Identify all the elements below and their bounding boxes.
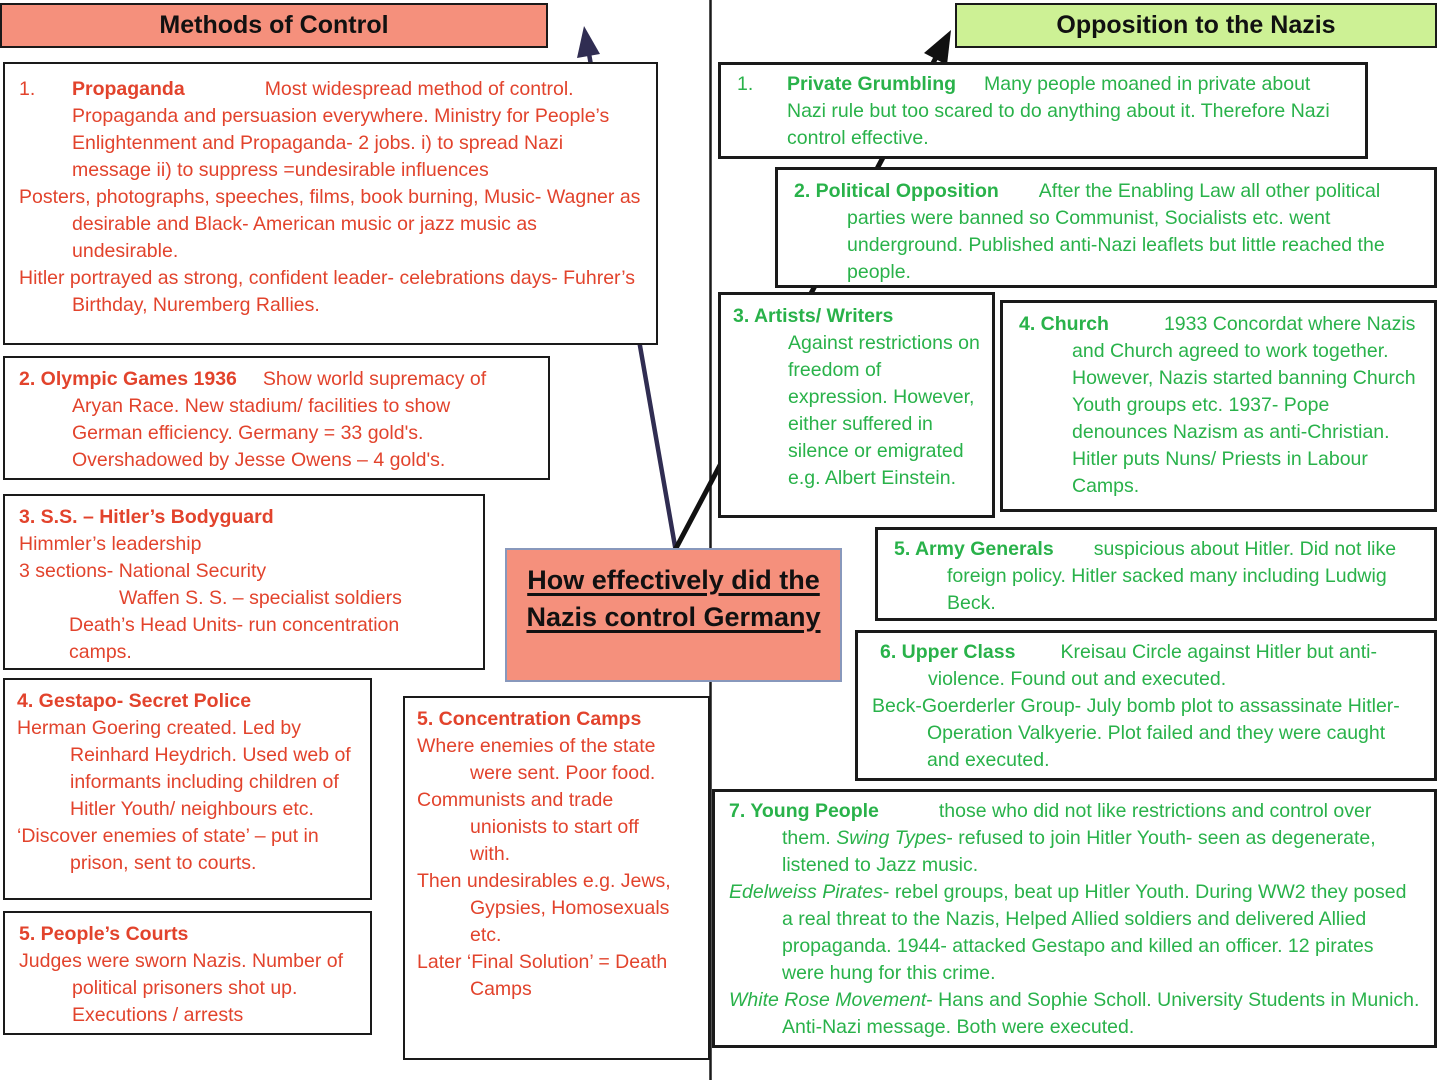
- church-title: 4. Church: [1019, 313, 1109, 335]
- artists-title: 3. Artists/ Writers: [733, 305, 894, 327]
- camps-body-1: Where enemies of the state were sent. Po…: [417, 735, 656, 784]
- artists-body: Against restrictions on freedom of expre…: [788, 332, 980, 489]
- central-question-box: How effectively did the Nazis control Ge…: [505, 548, 842, 682]
- methods-of-control-header: Methods of Control: [0, 3, 548, 48]
- olympic-title: 2. Olympic Games 1936: [19, 368, 237, 390]
- grumbling-title: Private Grumbling: [787, 73, 957, 95]
- upper-body-1: Kreisau Circle against Hitler but anti-v…: [928, 641, 1377, 690]
- young-whiterose-label: White Rose Movement: [729, 989, 927, 1011]
- propaganda-body-2: Posters, photographs, speeches, films, b…: [19, 186, 641, 262]
- camps-body-3: Then undesirables e.g. Jews, Gypsies, Ho…: [417, 870, 671, 946]
- propaganda-title: Propaganda: [72, 78, 185, 100]
- gestapo-title: 4. Gestapo- Secret Police: [17, 690, 252, 712]
- methods-of-control-header-label: Methods of Control: [159, 11, 389, 39]
- church-body: 1933 Concordat where Nazis and Church ag…: [1072, 313, 1416, 497]
- young-whiterose-text: - Hans and Sophie Scholl. University Stu…: [782, 989, 1420, 1038]
- propaganda-body-1: Most widespread method of control. Propa…: [72, 78, 610, 181]
- political-title: 2. Political Opposition: [794, 180, 999, 202]
- propaganda-body-3: Hitler portrayed as strong, confident le…: [19, 267, 635, 316]
- opposition-header-label: Opposition to the Nazis: [1056, 11, 1336, 39]
- young-title: 7. Young People: [729, 800, 879, 822]
- grumbling-number: 1.: [737, 73, 754, 95]
- camps-body-2: Communists and trade unionists to start …: [417, 789, 639, 865]
- upper-title: 6. Upper Class: [880, 641, 1016, 663]
- upper-body-2: Beck-Goerderler Group- July bomb plot to…: [872, 695, 1400, 771]
- political-body: After the Enabling Law all other politic…: [847, 180, 1385, 283]
- box-concentration-camps: 5. Concentration Camps Where enemies of …: [403, 696, 710, 1060]
- young-swing-label: Swing Types: [836, 827, 947, 849]
- courts-title: 5. People’s Courts: [19, 923, 189, 945]
- young-edelweiss-label: Edelweiss Pirates: [729, 881, 883, 903]
- ss-line-4: Death’s Head Units- run concentration ca…: [69, 614, 400, 663]
- opposition-header: Opposition to the Nazis: [955, 3, 1437, 48]
- young-intro: those who did not like restrictions and …: [782, 800, 1372, 849]
- camps-title: 5. Concentration Camps: [417, 708, 642, 730]
- ss-line-2: 3 sections- National Security: [19, 560, 267, 582]
- gestapo-body-2: ‘Discover enemies of state’ – put in pri…: [17, 825, 319, 874]
- young-swing-text: - refused to join Hitler Youth- seen as …: [782, 827, 1376, 876]
- ss-line-3: Waffen S. S. – specialist soldiers: [119, 587, 402, 609]
- camps-body-4: Later ‘Final Solution’ = Death Camps: [417, 951, 668, 1000]
- army-title: 5. Army Generals: [894, 538, 1054, 560]
- grumbling-body: Many people moaned in private about Nazi…: [787, 73, 1330, 149]
- box-peoples-courts: 5. People’s Courts Judges were sworn Naz…: [3, 911, 372, 1035]
- olympic-body: Show world supremacy of Aryan Race. New …: [72, 368, 487, 471]
- box-gestapo: 4. Gestapo- Secret Police Herman Goering…: [3, 678, 372, 900]
- ss-line-1: Himmler’s leadership: [19, 533, 202, 555]
- courts-body: Judges were sworn Nazis. Number of polit…: [19, 950, 344, 1026]
- box-ss-bodyguard: 3. S.S. – Hitler’s Bodyguard Himmler’s l…: [3, 494, 485, 670]
- ss-title: 3. S.S. – Hitler’s Bodyguard: [19, 506, 274, 528]
- young-edelweiss-text: - rebel groups, beat up Hitler Youth. Du…: [782, 881, 1407, 984]
- propaganda-number: 1.: [19, 78, 36, 100]
- box-artists-writers: 3. Artists/ Writers Against restrictions…: [718, 292, 995, 518]
- central-question-line-1: How effectively did the: [527, 565, 820, 595]
- central-question-line-2: Nazis control Germany: [526, 602, 821, 632]
- army-body: suspicious about Hitler. Did not like fo…: [947, 538, 1397, 614]
- gestapo-body-1: Herman Goering created. Led by Reinhard …: [17, 717, 351, 820]
